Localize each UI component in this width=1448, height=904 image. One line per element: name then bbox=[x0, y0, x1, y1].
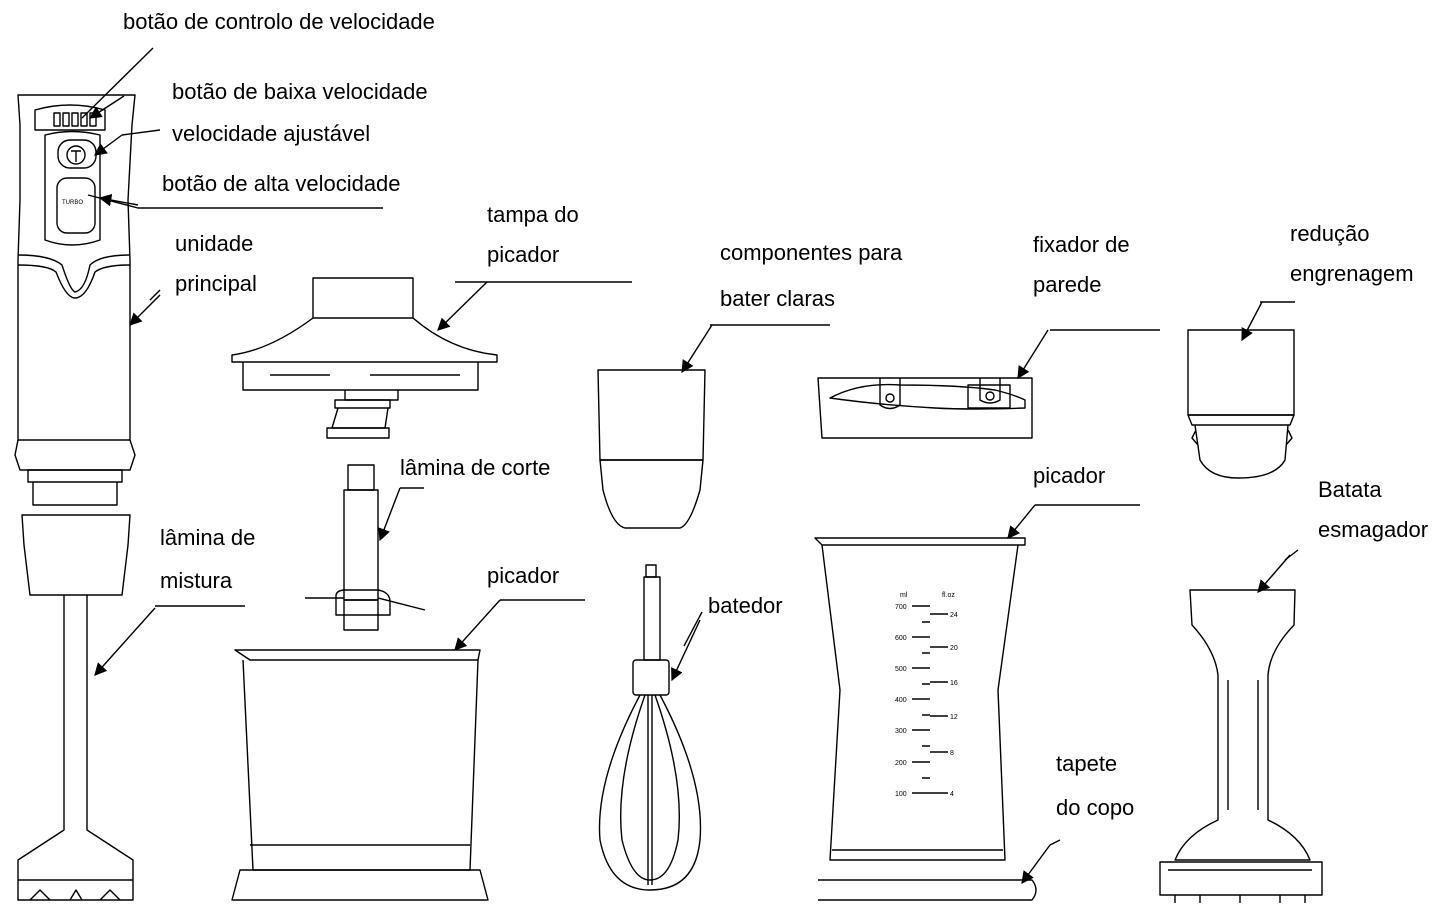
label-low-speed-button: botão de baixa velocidade bbox=[172, 79, 428, 104]
label-cup-mat-line2: do copo bbox=[1056, 795, 1135, 820]
label-potato-masher-line1: Batata bbox=[1318, 477, 1382, 502]
floz-mark: 20 bbox=[950, 645, 958, 652]
label-chopper-lid-line1: tampa do bbox=[487, 202, 579, 227]
label-whisk-parts-line2: bater claras bbox=[720, 286, 835, 311]
gear-reduction-drawing bbox=[1187, 329, 1295, 479]
floz-header: fl.oz bbox=[942, 592, 955, 599]
label-whisk: batedor bbox=[708, 593, 783, 618]
label-wall-holder-line2: parede bbox=[1033, 272, 1102, 297]
label-mixing-blade-line2: mistura bbox=[160, 568, 233, 593]
ml-mark: 600 bbox=[895, 635, 907, 642]
ml-header: ml bbox=[900, 592, 908, 599]
floz-mark: 16 bbox=[950, 680, 958, 687]
label-main-unit-line2: principal bbox=[175, 271, 257, 296]
label-gear-reduction-line1: redução bbox=[1290, 221, 1370, 246]
ml-mark: 700 bbox=[895, 604, 907, 611]
label-chopper-bowl: picador bbox=[487, 563, 560, 588]
label-main-unit-line1: unidade bbox=[175, 231, 254, 256]
turbo-text: TURBO bbox=[62, 200, 83, 206]
floz-mark: 24 bbox=[950, 612, 958, 619]
measuring-scale: ml fl.oz 700 600 500 400 300 200 100 24 … bbox=[895, 592, 958, 798]
chopper-bowl-drawing bbox=[231, 649, 489, 901]
cutting-blade-drawing bbox=[305, 464, 426, 631]
label-wall-holder-line1: fixador de bbox=[1033, 232, 1130, 257]
label-cutting-blade: lâmina de corte bbox=[400, 455, 551, 480]
label-adjustable-speed: velocidade ajustável bbox=[172, 121, 371, 146]
label-chopper-lid-line2: picador bbox=[487, 242, 560, 267]
ml-mark: 500 bbox=[895, 666, 907, 673]
floz-mark: 12 bbox=[950, 714, 958, 721]
ml-mark: 300 bbox=[895, 728, 907, 735]
label-potato-masher-line2: esmagador bbox=[1318, 517, 1429, 542]
ml-mark: 200 bbox=[895, 760, 907, 767]
ml-mark: 100 bbox=[895, 791, 907, 798]
floz-mark: 4 bbox=[950, 791, 954, 798]
main-unit-drawing bbox=[14, 94, 136, 901]
measuring-cup-drawing bbox=[814, 537, 1037, 901]
whisk-parts-drawing bbox=[597, 369, 706, 529]
floz-mark: 8 bbox=[950, 750, 954, 757]
wall-holder-drawing bbox=[817, 377, 1033, 439]
label-mixing-blade-line1: lâmina de bbox=[160, 525, 256, 550]
label-speed-control-button: botão de controlo de velocidade bbox=[123, 9, 435, 34]
label-whisk-parts-line1: componentes para bbox=[720, 240, 903, 265]
whisk-drawing bbox=[598, 564, 702, 891]
potato-masher-drawing bbox=[1159, 589, 1323, 903]
label-chopper-cup: picador bbox=[1033, 463, 1106, 488]
label-cup-mat-line1: tapete bbox=[1056, 751, 1118, 776]
chopper-lid-drawing bbox=[231, 277, 498, 439]
ml-mark: 400 bbox=[895, 697, 907, 704]
label-gear-reduction-line2: engrenagem bbox=[1290, 261, 1414, 286]
label-high-speed-button: botão de alta velocidade bbox=[162, 171, 401, 196]
